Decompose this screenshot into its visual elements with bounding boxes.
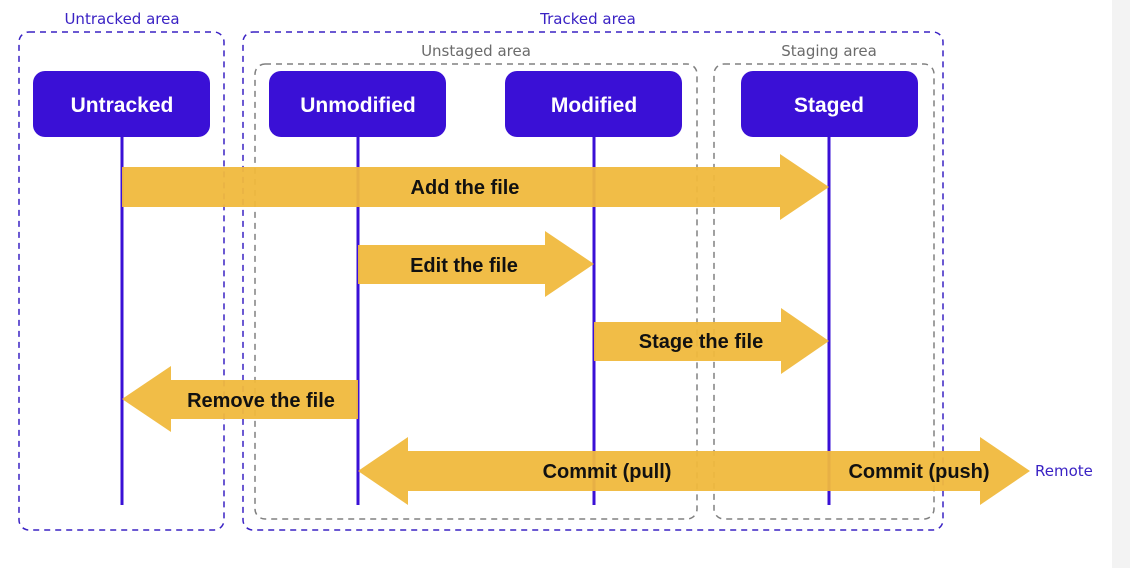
commit-push-arrow	[829, 437, 1030, 505]
unstaged-area-box	[254, 63, 698, 520]
staged-state-label: Staged	[794, 94, 864, 117]
commit-pull-label: Commit (pull)	[543, 461, 672, 483]
remote-label: Remote	[1035, 462, 1093, 480]
modified-state-label: Modified	[551, 94, 637, 117]
add-the-file-label: Add the file	[411, 177, 520, 199]
modified-state-box	[505, 71, 682, 137]
remove-the-file-label: Remove the file	[187, 390, 335, 412]
remove-the-file-arrow	[122, 366, 358, 432]
commit-push-label: Commit (push)	[848, 461, 989, 483]
unmodified-state-label: Unmodified	[300, 94, 416, 117]
stage-the-file-arrow	[594, 308, 829, 374]
edit-the-file-arrow	[358, 231, 594, 297]
untracked-area-box	[18, 31, 225, 531]
untracked-area-label: Untracked area	[64, 10, 179, 28]
commit-pull-arrow	[358, 437, 829, 505]
staging-area-label: Staging area	[781, 42, 877, 60]
tracked-area-box	[242, 31, 944, 531]
staging-area-box	[713, 63, 935, 520]
right-edge-strip	[1112, 0, 1130, 568]
untracked-state-label: Untracked	[71, 94, 174, 117]
staged-state-box	[741, 71, 918, 137]
stage-the-file-label: Stage the file	[639, 331, 763, 353]
add-the-file-arrow	[122, 154, 829, 220]
edit-the-file-label: Edit the file	[410, 255, 518, 277]
unstaged-area-label: Unstaged area	[421, 42, 531, 60]
unmodified-state-box	[269, 71, 446, 137]
tracked-area-label: Tracked area	[539, 10, 636, 28]
untracked-state-box	[33, 71, 210, 137]
